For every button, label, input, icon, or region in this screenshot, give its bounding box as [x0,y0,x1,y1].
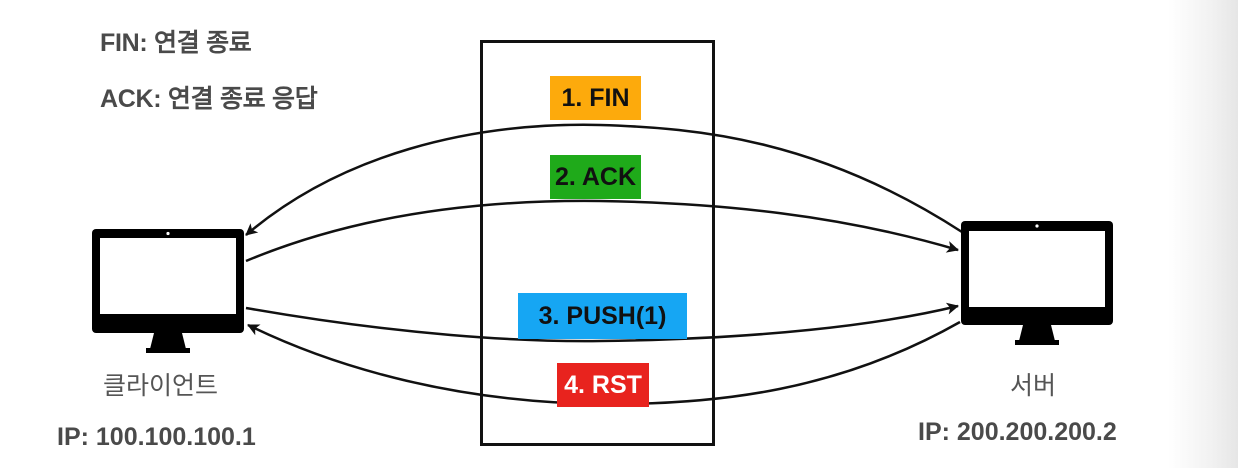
message-label-rst: 4. RST [557,363,649,407]
message-label-ack: 2. ACK [550,155,641,199]
client-name: 클라이언트 [103,372,219,400]
legend-fin: FIN: 연결 종료 [100,29,252,57]
slide-edge-shadow [1168,0,1238,468]
arrow-ack [245,199,959,263]
arrow-push [245,302,959,343]
network-box [480,40,715,446]
message-label-fin: 1. FIN [550,76,641,120]
client-ip: IP: 100.100.100.1 [57,423,256,451]
client-monitor-icon [92,229,244,353]
message-label-push: 3. PUSH(1) [518,293,687,339]
server-monitor-icon [961,221,1113,345]
legend-ack: ACK: 연결 종료 응답 [100,85,318,113]
server-name: 서버 [1010,372,1057,400]
arrow-fin [245,123,963,236]
server-ip: IP: 200.200.200.2 [918,418,1117,446]
